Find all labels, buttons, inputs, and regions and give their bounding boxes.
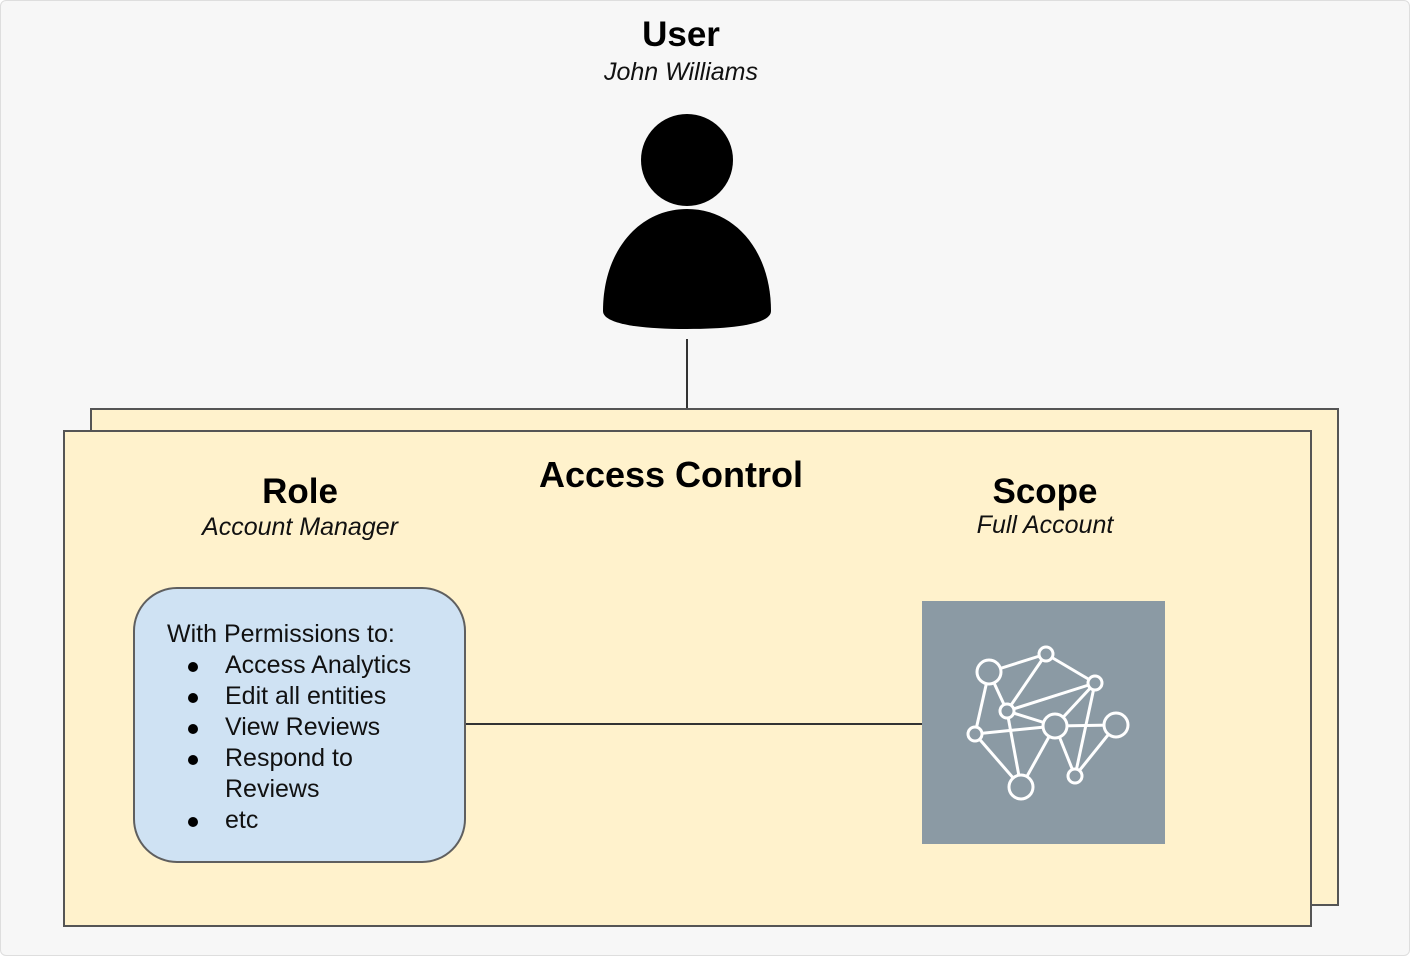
bullet-icon: [188, 693, 198, 703]
permissions-list: Access Analytics Edit all entities View …: [167, 650, 464, 836]
permission-item: Edit all entities: [167, 681, 435, 712]
permissions-intro: With Permissions to:: [167, 620, 395, 648]
role-scope-connector-line: [466, 723, 923, 725]
access-control-title: Access Control: [538, 454, 804, 495]
bullet-icon: [188, 817, 198, 827]
user-connector-line: [686, 339, 688, 431]
permission-item: Respond to Reviews: [167, 743, 435, 805]
scope-name: Full Account: [976, 511, 1114, 539]
permissions-box: With Permissions to: Access Analytics Ed…: [133, 587, 466, 863]
scope-tile: [922, 601, 1165, 844]
network-graph-icon: [966, 645, 1130, 801]
bullet-icon: [188, 724, 198, 734]
bullet-icon: [188, 755, 198, 765]
scope-heading: Scope: [992, 472, 1098, 511]
permission-item: Access Analytics: [167, 650, 435, 681]
user-name: John Williams: [604, 58, 758, 86]
bullet-icon: [188, 662, 198, 672]
permission-item: etc: [167, 805, 435, 836]
user-heading: User: [642, 15, 720, 54]
role-heading: Role: [262, 472, 338, 511]
person-icon: [603, 114, 771, 329]
role-name: Account Manager: [202, 513, 398, 541]
permission-item: View Reviews: [167, 712, 435, 743]
